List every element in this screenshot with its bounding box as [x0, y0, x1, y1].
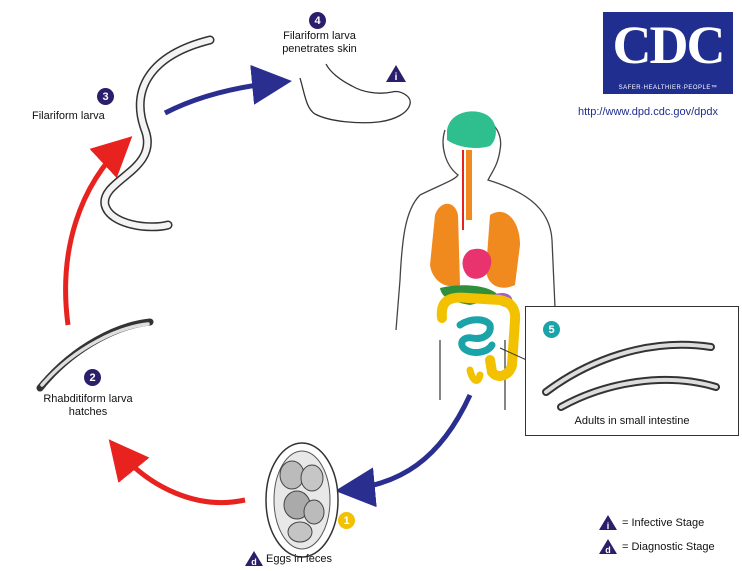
brain	[447, 111, 496, 148]
arrow-filariform-to-skin	[165, 82, 282, 113]
legend-infective-text: = Infective Stage	[622, 517, 704, 529]
stage-number-3: 3	[97, 88, 114, 105]
diagnostic-stage-marker: d	[244, 550, 264, 567]
arrow-eggs-to-rhabditiform	[115, 447, 245, 503]
svg-text:i: i	[395, 72, 398, 83]
stage-number-4: 4	[309, 12, 326, 29]
cdc-logo-text: CDC	[603, 14, 733, 76]
stage-3-label: Filariform larva	[32, 110, 142, 123]
infective-stage-legend-icon: i	[598, 514, 618, 531]
stage-4-label: Filariform larva penetrates skin	[262, 30, 377, 56]
stage-2-label-line2: hatches	[28, 406, 148, 419]
stage-5-label: Adults in small intestine	[526, 415, 738, 428]
stage-2-label-line1: Rhabditiform larva	[28, 393, 148, 406]
svg-text:i: i	[607, 521, 610, 531]
legend-diagnostic-text: = Diagnostic Stage	[622, 541, 715, 553]
stage-2-label: Rhabditiform larva hatches	[28, 393, 148, 419]
stage-1-label: Eggs in feces	[266, 553, 332, 566]
arrow-adults-to-eggs	[345, 395, 470, 490]
left-lung	[430, 204, 460, 287]
small-intestine	[460, 320, 492, 353]
stage-4-label-line2: penetrates skin	[262, 43, 377, 56]
cdc-logo-tagline: SAFER·HEALTHIER·PEOPLE™	[603, 85, 733, 91]
stage-4-label-line1: Filariform larva	[262, 30, 377, 43]
adults-box: 5 Adults in small intestine	[525, 306, 739, 436]
svg-text:d: d	[605, 545, 611, 555]
arrow-rhabditiform-to-filariform	[66, 143, 125, 325]
stage-number-1: 1	[338, 512, 355, 529]
cdc-url[interactable]: http://www.dpd.cdc.gov/dpdx	[578, 106, 718, 118]
right-lung	[486, 212, 520, 288]
legend-infective: i = Infective Stage	[598, 514, 704, 531]
diagnostic-stage-legend-icon: d	[598, 538, 618, 555]
infective-stage-marker: i	[385, 64, 407, 83]
stage-number-2: 2	[84, 369, 101, 386]
cdc-logo: CDC SAFER·HEALTHIER·PEOPLE™	[603, 12, 733, 94]
svg-text:d: d	[251, 557, 257, 567]
legend-diagnostic: d = Diagnostic Stage	[598, 538, 715, 555]
